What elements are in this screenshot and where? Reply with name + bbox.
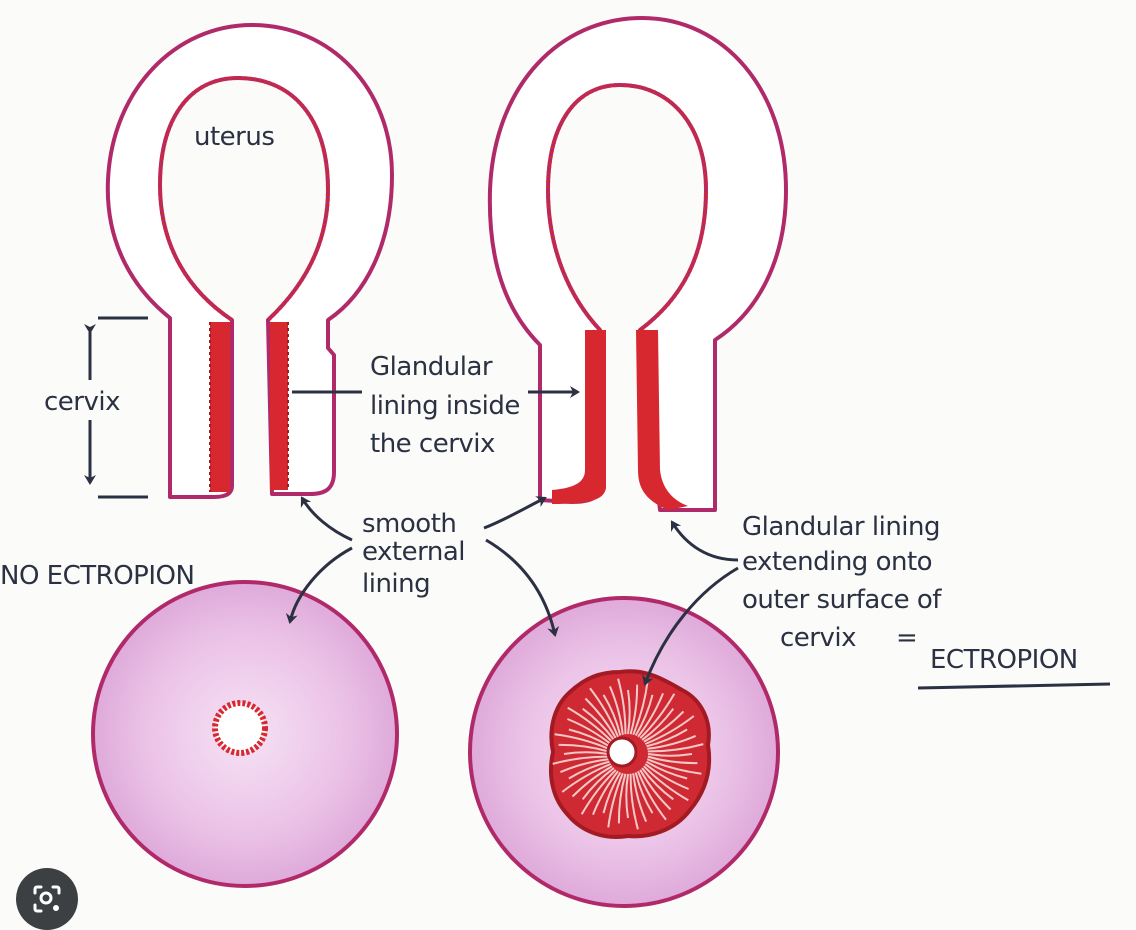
- label-glandular-inside-2: lining inside: [370, 391, 520, 421]
- label-extending-2: extending onto: [742, 547, 932, 577]
- label-smooth-1: smooth: [362, 509, 456, 539]
- label-cervix: cervix: [44, 387, 120, 417]
- cervix-left-os: [215, 703, 265, 753]
- label-equals: =: [896, 623, 917, 653]
- label-glandular-inside-1: Glandular: [370, 352, 493, 382]
- label-no-ectropion: NO ECTROPION: [0, 561, 194, 591]
- image-search-button[interactable]: [16, 868, 78, 930]
- uterus-right: [490, 18, 786, 510]
- image-search-icon: [31, 883, 63, 915]
- label-glandular-inside-3: the cervix: [370, 429, 495, 459]
- cervix-right-external-view: [470, 598, 778, 906]
- cervix-left-gland-right: [270, 322, 288, 490]
- label-extending-1: Glandular lining: [742, 512, 940, 542]
- cervix-right-os: [608, 738, 636, 766]
- label-extending-3: outer surface of: [742, 585, 942, 615]
- label-smooth-3: lining: [362, 569, 430, 599]
- label-extending-4: cervix: [780, 623, 856, 653]
- label-uterus: uterus: [194, 122, 274, 152]
- cervix-left-gland-left: [210, 322, 230, 492]
- uterus-left: [108, 25, 392, 497]
- label-ectropion: ECTROPION: [930, 645, 1078, 675]
- cervix-left-external-view: [93, 582, 397, 886]
- label-smooth-2: external: [362, 537, 465, 567]
- uterus-left-outer-wall: [108, 25, 392, 497]
